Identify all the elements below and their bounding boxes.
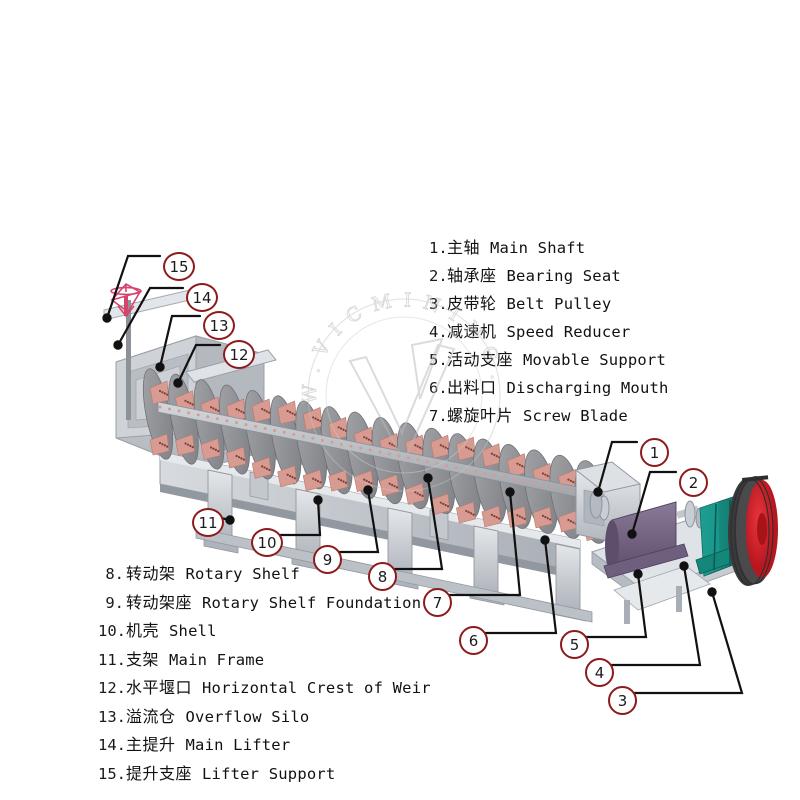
legend-item: 13.溢流仓 Overflow Silo — [98, 703, 431, 732]
legend-item-label-en: Bearing Seat — [506, 267, 621, 285]
legend-item-label-en: Rotary Shelf Foundation — [202, 593, 422, 612]
legend-item-label-cn: 轴承座 — [447, 266, 497, 285]
legend-item-label-cn: 机壳 — [126, 621, 160, 640]
screw-blade — [244, 390, 276, 480]
legend-item-label-cn: 溢流仓 — [126, 706, 176, 726]
screw-blade — [524, 449, 558, 534]
legend-item-number: 13. — [98, 707, 126, 726]
main-lifter — [110, 282, 142, 318]
callout-marker-10: 10 — [251, 528, 283, 557]
callout-marker-15: 15 — [163, 252, 195, 281]
callout-marker-4: 4 — [585, 658, 614, 687]
callout-marker-13: 13 — [203, 311, 235, 340]
callout-marker-12: 12 — [223, 340, 255, 369]
legend-item: 9.转动架座 Rotary Shelf Foundation — [98, 589, 431, 618]
screw-blade — [269, 395, 302, 488]
legend-item-number: 10. — [98, 622, 126, 640]
legend-item-label-cn: 支架 — [126, 649, 160, 669]
legend-item-label-en: Main Frame — [169, 650, 265, 669]
belt-pulley — [728, 475, 778, 586]
legend-item-label-en: Shell — [169, 622, 217, 640]
legend-item-number: 2. — [429, 267, 448, 285]
legend-item-label-cn: 提升支座 — [126, 763, 193, 783]
callout-marker-8: 8 — [368, 562, 397, 591]
legend-item-label-en: Discharging Mouth — [506, 379, 669, 397]
legend-item-label-cn: 主提升 — [126, 735, 176, 754]
legend-item-number: 15. — [98, 764, 126, 783]
legend-item-number: 12. — [98, 679, 126, 697]
callout-marker-3: 3 — [608, 686, 637, 715]
legend-item: 8.转动架 Rotary Shelf — [98, 560, 431, 589]
legend-item: 15.提升支座 Lifter Support — [98, 760, 431, 789]
callout-marker-14: 14 — [186, 283, 218, 312]
legend-item-label-en: Screw Blade — [523, 407, 628, 425]
legend-item-label-cn: 转动架 — [126, 564, 176, 583]
callout-marker-5: 5 — [560, 630, 589, 659]
legend-item-number: 9. — [105, 593, 124, 612]
legend-item-label-en: Lifter Support — [202, 764, 336, 783]
legend-item: 11.支架 Main Frame — [98, 646, 431, 675]
legend-item: 12.水平堰口 Horizontal Crest of Weir — [98, 674, 431, 703]
bearing-seat — [603, 501, 689, 579]
legend-item-label-en: Rotary Shelf — [185, 565, 300, 583]
callout-marker-7: 7 — [423, 588, 452, 617]
legend-item-label-en: Belt Pulley — [506, 295, 612, 313]
legend-item-label-en: Main Shaft — [490, 239, 586, 257]
legend-item: 10.机壳 Shell — [98, 617, 431, 646]
screw-blade — [142, 368, 174, 460]
callout-marker-2: 2 — [679, 468, 708, 497]
legend-item-number: 14. — [98, 736, 126, 754]
legend-item-label-en: Horizontal Crest of Weir — [202, 679, 431, 697]
callout-marker-1: 1 — [640, 438, 669, 467]
legend-item-number: 1. — [429, 239, 448, 257]
legend-item-label-en: Movable Support — [523, 351, 666, 369]
legend-item-number: 8. — [105, 565, 124, 583]
legend-item-label-cn: 主轴 — [447, 238, 481, 257]
legend-item-label-cn: 水平堰口 — [126, 678, 193, 697]
legend-item-label-en: Overflow Silo — [185, 707, 310, 726]
legend-item: 14.主提升 Main Lifter — [98, 731, 431, 760]
callout-marker-6: 6 — [459, 626, 488, 655]
legend-item-label-en: Main Lifter — [185, 736, 291, 754]
legend-item-label-en: Speed Reducer — [506, 323, 631, 341]
callout-marker-11: 11 — [192, 508, 224, 537]
legend-item-number: 11. — [98, 650, 126, 669]
legend-list-bottom: 8.转动架 Rotary Shelf 9.转动架座 Rotary Shelf Foun… — [98, 560, 431, 788]
legend-item: 2.轴承座 Bearing Seat — [429, 262, 669, 290]
callout-marker-9: 9 — [313, 545, 342, 574]
legend-item: 1.主轴 Main Shaft — [429, 234, 669, 262]
legend-item-label-cn: 转动架座 — [126, 592, 193, 612]
